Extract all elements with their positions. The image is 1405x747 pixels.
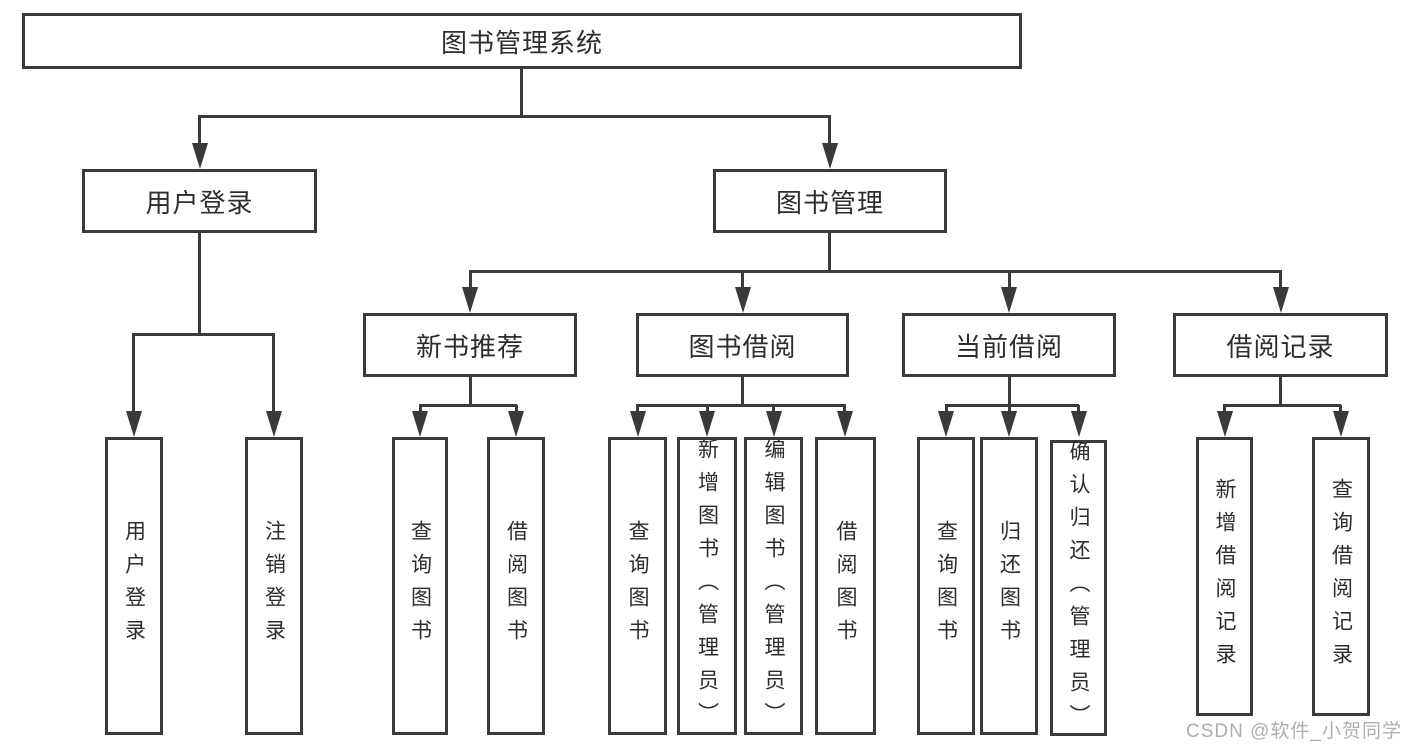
leaf-user-login-label: 用户登录: [122, 520, 146, 652]
arrow-down-icon: [629, 411, 646, 437]
node-library-system-label: 图书管理系统: [440, 27, 603, 58]
leaf-confirm-return-admin-label: 确认归还（管理员）: [1067, 439, 1090, 737]
connector-line: [418, 405, 422, 413]
connector-line: [469, 270, 1282, 273]
connector-line: [1339, 405, 1342, 413]
node-book-management-label: 图书管理: [775, 187, 884, 218]
connector-line: [272, 335, 275, 413]
arrow-down-icon: [125, 411, 142, 437]
connector-line: [514, 405, 518, 413]
arrow-down-icon: [412, 411, 428, 437]
leaf-add-borrow-record: 新增借阅记录: [1196, 437, 1253, 716]
leaf-query-books-borrowing-label: 查询图书: [626, 520, 649, 652]
leaf-user-login: 用户登录: [105, 437, 163, 735]
connector-line: [468, 377, 472, 407]
node-user-login-label: 用户登录: [145, 187, 254, 218]
leaf-logout: 注销登录: [245, 437, 303, 735]
arrow-down-icon: [1332, 411, 1349, 437]
connector-line: [1007, 377, 1011, 407]
arrow-down-icon: [1001, 287, 1017, 313]
arrow-down-icon: [734, 287, 751, 313]
connector-line: [418, 404, 517, 407]
connector-line: [741, 377, 744, 407]
arrow-down-icon: [821, 143, 838, 169]
leaf-add-book-admin-label: 新增图书（管理员）: [695, 437, 719, 735]
arrow-down-icon: [265, 411, 282, 437]
arrow-down-icon: [191, 143, 208, 169]
connector-line: [705, 405, 709, 413]
leaf-add-book-admin: 新增图书（管理员）: [677, 437, 737, 735]
connector-line: [828, 233, 831, 272]
node-new-book-recommend-label: 新书推荐: [415, 331, 524, 362]
leaf-borrow-books: 借阅图书: [815, 437, 876, 735]
connector-line: [198, 117, 201, 145]
node-book-borrowing: 图书借阅: [636, 313, 849, 377]
leaf-borrow-books-recommend-label: 借阅图书: [504, 520, 528, 652]
arrow-down-icon: [508, 411, 524, 437]
watermark: CSDN @软件_小贺同学: [1186, 721, 1402, 742]
connector-line: [843, 405, 846, 413]
leaf-query-books-recommend-label: 查询图书: [408, 520, 432, 652]
arrow-down-icon: [699, 411, 715, 437]
node-current-borrowing-label: 当前借阅: [954, 331, 1063, 362]
arrow-down-icon: [1070, 411, 1087, 437]
node-book-management: 图书管理: [713, 169, 947, 233]
leaf-query-borrow-record-label: 查询借阅记录: [1329, 477, 1353, 676]
connector-line: [1007, 405, 1011, 413]
connector-line: [741, 272, 744, 289]
connector-line: [828, 117, 831, 145]
connector-line: [1279, 272, 1282, 289]
leaf-return-books-label: 归还图书: [997, 520, 1021, 652]
arrow-down-icon: [765, 411, 782, 437]
node-library-system: 图书管理系统: [22, 13, 1022, 69]
arrow-down-icon: [462, 287, 478, 313]
connector-line: [772, 405, 775, 413]
leaf-return-books: 归还图书: [980, 437, 1038, 735]
leaf-query-books-current: 查询图书: [917, 437, 975, 735]
connector-line: [1077, 405, 1080, 413]
node-current-borrowing: 当前借阅: [902, 313, 1116, 377]
leaf-add-borrow-record-label: 新增借阅记录: [1213, 477, 1236, 676]
connector-line: [520, 69, 523, 117]
node-book-borrowing-label: 图书借阅: [688, 331, 797, 362]
node-borrow-records: 借阅记录: [1173, 313, 1388, 377]
connector-line: [132, 333, 275, 336]
node-new-book-recommend: 新书推荐: [363, 313, 577, 377]
connector-line: [132, 335, 135, 413]
node-borrow-records-label: 借阅记录: [1226, 331, 1335, 362]
connector-line: [1279, 377, 1282, 407]
leaf-query-borrow-record: 查询借阅记录: [1312, 437, 1370, 716]
connector-line: [1223, 405, 1226, 413]
leaf-query-books-current-label: 查询图书: [934, 520, 958, 652]
connector-line: [198, 115, 831, 118]
leaf-logout-label: 注销登录: [262, 520, 286, 652]
connector-line: [1223, 404, 1341, 407]
arrow-down-icon: [1001, 411, 1017, 437]
leaf-borrow-books-label: 借阅图书: [834, 520, 857, 652]
arrow-down-icon: [836, 411, 853, 437]
arrow-down-icon: [1272, 287, 1289, 313]
leaf-borrow-books-recommend: 借阅图书: [487, 437, 545, 735]
connector-line: [468, 272, 472, 289]
leaf-edit-book-admin: 编辑图书（管理员）: [744, 437, 803, 735]
arrow-down-icon: [938, 411, 954, 437]
leaf-query-books-recommend: 查询图书: [392, 437, 448, 735]
connector-line: [944, 404, 1079, 407]
leaf-query-books-borrowing: 查询图书: [608, 437, 667, 735]
connector-line: [198, 233, 201, 336]
connector-line: [1007, 272, 1011, 289]
leaf-edit-book-admin-label: 编辑图书（管理员）: [762, 437, 785, 735]
connector-line: [944, 405, 948, 413]
node-user-login: 用户登录: [82, 169, 317, 233]
connector-line: [636, 404, 846, 407]
leaf-confirm-return-admin: 确认归还（管理员）: [1050, 439, 1107, 737]
connector-line: [636, 405, 639, 413]
arrow-down-icon: [1216, 411, 1233, 437]
